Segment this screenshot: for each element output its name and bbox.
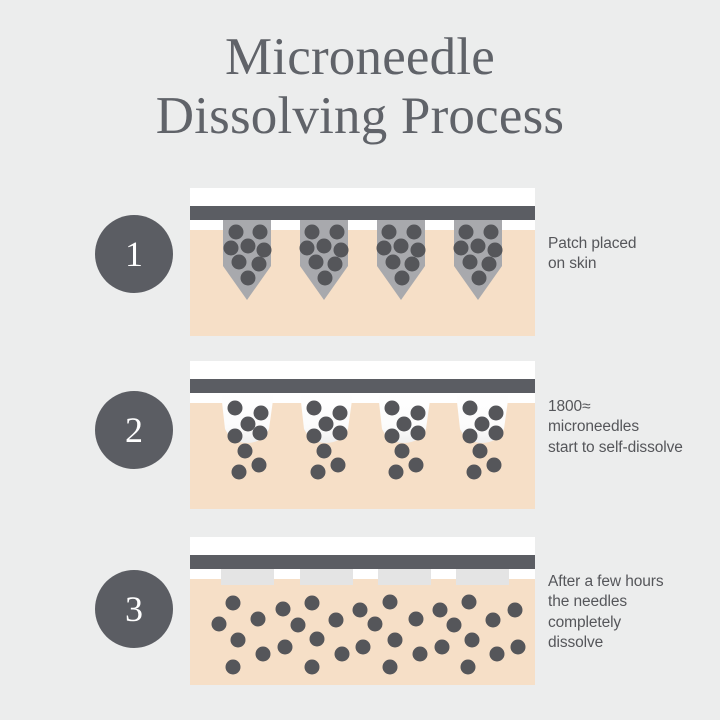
step-caption-3: After a few hours the needles completely… [548, 572, 716, 654]
patch-backing [190, 537, 535, 555]
patch-gap [190, 393, 535, 403]
step-number-badge-2: 2 [95, 391, 173, 469]
needle-4 [456, 393, 509, 480]
page-title: Microneedle Dissolving Process [0, 28, 720, 147]
step-caption-2: 1800≈ microneedles start to self-dissolv… [548, 397, 716, 458]
diagram-needles-dissolving [190, 361, 535, 511]
caption-line: the needles [548, 593, 628, 611]
needle-stub-1 [221, 569, 274, 585]
title-line-1: Microneedle [224, 28, 496, 86]
step-number-1: 1 [125, 234, 143, 274]
needle-3 [378, 393, 431, 480]
needle-4 [453, 220, 503, 300]
caption-line: completely [548, 613, 622, 631]
patch-bar [190, 555, 535, 569]
caption-line: 1800≈ [548, 398, 591, 415]
patch-backing [190, 361, 535, 379]
needle-stub-4 [456, 569, 509, 585]
title-line-2: Dissolving Process [155, 87, 565, 146]
patch-bar [190, 379, 535, 393]
patch-gap [190, 220, 535, 230]
step-number-3: 3 [125, 589, 143, 629]
caption-line: After a few hours [548, 573, 664, 590]
step-number-badge-1: 1 [95, 215, 173, 293]
diagram-needles-dissolved [190, 537, 535, 687]
caption-line: microneedles [548, 418, 639, 436]
step-number-badge-3: 3 [95, 570, 173, 648]
step-caption-1: Patch placed on skin [548, 234, 716, 275]
skin-layer [190, 579, 535, 685]
caption-line: start to self-dissolve [548, 438, 683, 456]
caption-line: Patch placed [548, 235, 637, 252]
needle-stub-2 [300, 569, 353, 585]
caption-line: on skin [548, 255, 597, 273]
patch-backing [190, 188, 535, 206]
needle-3 [376, 220, 426, 300]
patch-bar [190, 206, 535, 220]
step-number-2: 2 [125, 410, 143, 450]
needle-stub-3 [378, 569, 431, 585]
needle-2 [300, 393, 353, 480]
needle-2 [299, 220, 349, 300]
patch-gap [190, 569, 535, 579]
needle-1 [223, 220, 272, 300]
caption-line: dissolve [548, 634, 604, 652]
needle-1 [221, 393, 274, 480]
diagram-patch-placed [190, 188, 535, 338]
dispersed-particles [211, 594, 526, 675]
